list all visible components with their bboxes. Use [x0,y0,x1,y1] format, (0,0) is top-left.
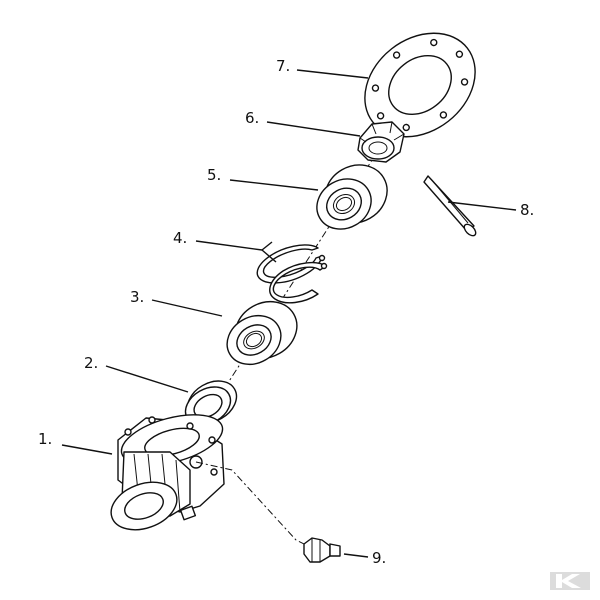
callout-7: 7. [276,57,290,75]
leader-4c [261,249,277,263]
part-3-lower-bearing [226,300,298,366]
callout-8: 8. [520,201,534,219]
leader-6 [266,121,361,137]
k-logo-watermark-icon [550,572,590,590]
part-8-split-pin [423,175,477,237]
callout-4: 4. [173,229,187,247]
leader-9 [343,553,369,558]
callout-2: 2. [84,354,98,372]
leader-2 [105,365,189,393]
part-1-hub-housing [110,414,225,531]
leader-5 [229,179,319,191]
part-7-flange-gasket [364,32,476,138]
leader-3 [151,299,223,317]
part-6-castle-nut [357,121,405,163]
leader-4b [261,241,273,251]
leader-7 [296,69,369,79]
part-9-grease-nipple [195,461,341,563]
part-4-circlips [256,244,328,304]
callout-6: 6. [245,109,259,127]
part-5-upper-bearing [316,164,388,230]
leader-1 [61,444,113,455]
callout-1: 1. [38,430,52,448]
callout-3: 3. [130,288,144,306]
leader-8 [447,201,517,211]
callout-5: 5. [207,166,221,184]
callout-9: 9. [372,549,386,567]
leader-4a [195,240,263,251]
